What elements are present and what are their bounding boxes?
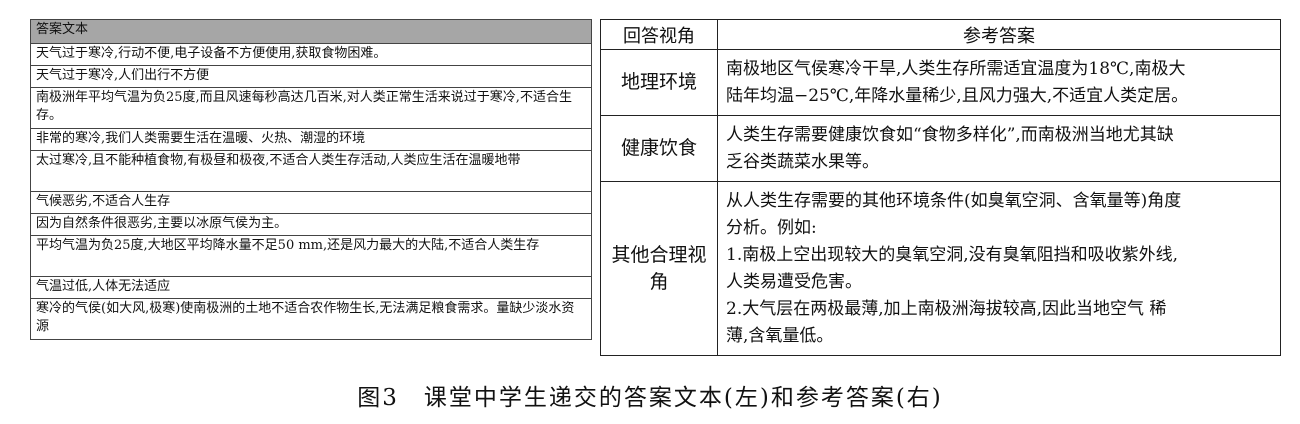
reference-answers-body: 地理环境南极地区气侯寒冷干旱,人类生存所需适宜温度为18℃,南极大陆年均温−25… [600, 49, 1281, 356]
student-answers-table: 答案文本 天气过于寒冷,行动不便,电子设备不方便使用,获取食物困难。天气过于寒冷… [30, 19, 592, 340]
table-row: 南极洲年平均气温为负25度,而且风速每秒高达几百米,对人类正常生活来说过于寒冷,… [30, 87, 592, 129]
answer-line: 陆年均温−25℃,年降水量稀少,且风力强大,不适宜人类定居。 [726, 86, 1189, 106]
table-row: 寒冷的气侯(如大风,极寒)使南极洲的土地不适合农作物生长,无法满足粮食需求。量缺… [30, 298, 592, 340]
table-row: 天气过于寒冷,人们出行不方便 [30, 65, 592, 88]
student-answer-cell: 天气过于寒冷,行动不便,电子设备不方便使用,获取食物困难。 [30, 43, 592, 66]
table-row: 其他合理视角从人类生存需要的其他环境条件(如臭氧空洞、含氧量等)角度分析。例如:… [600, 181, 1281, 356]
answer-line: 1.南极上空出现较大的臭氧空洞,没有臭氧阻挡和吸收紫外线, [726, 245, 1179, 265]
student-answer-cell: 太过寒冷,且不能种植食物,有极昼和极夜,不适合人类生存活动,人类应生活在温暖地带 [30, 150, 592, 192]
table-row: 气候恶劣,不适合人生存 [30, 191, 592, 214]
student-answer-cell: 气候恶劣,不适合人生存 [30, 191, 592, 214]
reference-answer-cell: 南极地区气侯寒冷干旱,人类生存所需适宜温度为18℃,南极大陆年均温−25℃,年降… [717, 49, 1281, 116]
aspect-line: 视角 [649, 243, 707, 293]
aspect-cell: 健康饮食 [600, 115, 718, 182]
student-answer-cell: 气温过低,人体无法适应 [30, 276, 592, 299]
table-row: 地理环境南极地区气侯寒冷干旱,人类生存所需适宜温度为18℃,南极大陆年均温−25… [600, 49, 1281, 116]
answer-line: 从人类生存需要的其他环境条件(如臭氧空洞、含氧量等)角度 [726, 191, 1182, 211]
aspect-line: 地理环境 [620, 71, 697, 93]
table-row: 因为自然条件很恶劣,主要以冰原气侯为主。 [30, 213, 592, 236]
table-row: 平均气温为负25度,大地区平均降水量不足50 mm,还是风力最大的大陆,不适合人… [30, 235, 592, 277]
table-row: 气温过低,人体无法适应 [30, 276, 592, 299]
student-answers-body: 天气过于寒冷,行动不便,电子设备不方便使用,获取食物困难。天气过于寒冷,人们出行… [30, 43, 592, 340]
reference-answers-table: 回答视角 参考答案 地理环境南极地区气侯寒冷干旱,人类生存所需适宜温度为18℃,… [600, 19, 1281, 356]
answer-line: 南极地区气侯寒冷干旱,人类生存所需适宜温度为18℃,南极大 [726, 59, 1186, 79]
student-answer-cell: 南极洲年平均气温为负25度,而且风速每秒高达几百米,对人类正常生活来说过于寒冷,… [30, 87, 592, 129]
answer-line: 分析。例如: [726, 218, 817, 238]
student-answer-cell: 非常的寒冷,我们人类需要生活在温暖、火热、潮湿的环境 [30, 128, 592, 151]
reference-answer-cell: 从人类生存需要的其他环境条件(如臭氧空洞、含氧量等)角度分析。例如: 1.南极上空… [717, 181, 1281, 356]
table-row: 太过寒冷,且不能种植食物,有极昼和极夜,不适合人类生存活动,人类应生活在温暖地带 [30, 150, 592, 192]
student-answer-cell: 天气过于寒冷,人们出行不方便 [30, 65, 592, 88]
reference-answer-cell: 人类生存需要健康饮食如“食物多样化”,而南极洲当地尤其缺乏谷类蔬菜水果等。 [717, 115, 1281, 182]
answer-line: 2.大气层在两极最薄,加上南极洲海拔较高,因此当地空气 稀 [726, 299, 1167, 319]
student-answer-cell: 平均气温为负25度,大地区平均降水量不足50 mm,还是风力最大的大陆,不适合人… [30, 235, 592, 277]
aspect-column-header: 回答视角 [600, 19, 718, 50]
student-answer-cell: 寒冷的气侯(如大风,极寒)使南极洲的土地不适合农作物生长,无法满足粮食需求。量缺… [30, 298, 592, 340]
table-row: 非常的寒冷,我们人类需要生活在温暖、火热、潮湿的环境 [30, 128, 592, 151]
answer-line: 人类易遭受危害。 [726, 272, 862, 292]
aspect-line: 其他合理 [611, 243, 688, 266]
table-row: 健康饮食人类生存需要健康饮食如“食物多样化”,而南极洲当地尤其缺乏谷类蔬菜水果等… [600, 115, 1281, 182]
aspect-cell: 地理环境 [600, 49, 718, 116]
answer-line: 人类生存需要健康饮食如“食物多样化”,而南极洲当地尤其缺 [726, 125, 1174, 145]
student-answers-header: 答案文本 [30, 19, 592, 44]
answer-line: 乏谷类蔬菜水果等。 [726, 152, 879, 172]
aspect-line: 健康饮食 [620, 137, 697, 159]
table-row: 天气过于寒冷,行动不便,电子设备不方便使用,获取食物困难。 [30, 43, 592, 66]
reference-column-header: 参考答案 [717, 19, 1281, 50]
answer-line: 薄,含氧量低。 [726, 326, 834, 346]
figure-caption: 图3 课堂中学生递交的答案文本(左)和参考答案(右) [357, 385, 943, 411]
aspect-cell: 其他合理视角 [600, 181, 718, 356]
student-answer-cell: 因为自然条件很恶劣,主要以冰原气侯为主。 [30, 213, 592, 236]
